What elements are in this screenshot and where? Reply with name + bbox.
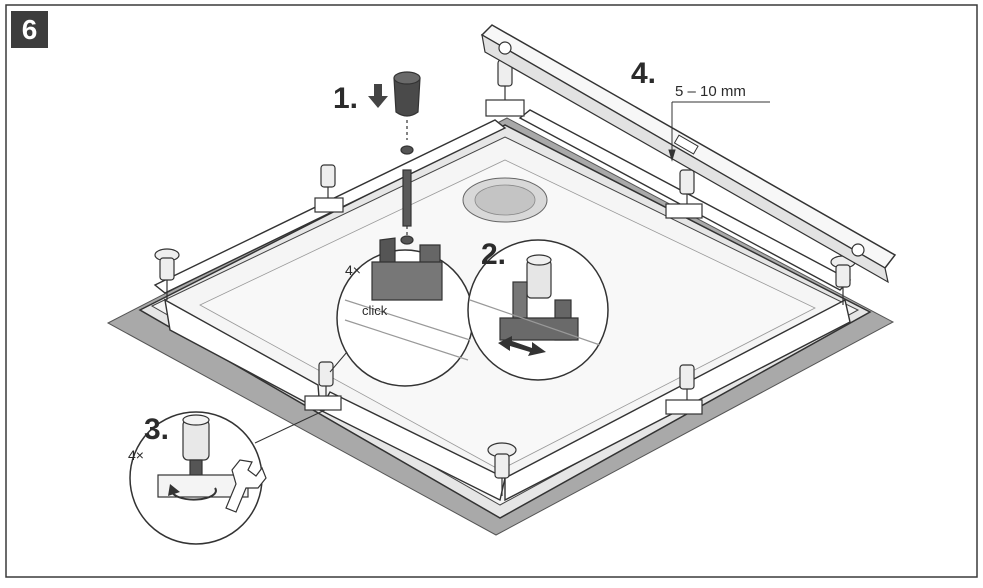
measurement-leader bbox=[668, 101, 770, 162]
step-2-label: 2. bbox=[481, 238, 507, 271]
bracket-clip-2 bbox=[469, 254, 601, 346]
step-1-quantity: 4× bbox=[345, 262, 361, 278]
step-4-measurement: 5 – 10 mm bbox=[675, 83, 746, 100]
foot-detail-3 bbox=[157, 414, 249, 498]
step-3-label: 3. bbox=[144, 413, 170, 446]
step-1-label: 1. bbox=[333, 82, 359, 115]
foot-right-lower bbox=[665, 364, 703, 415]
foot-left-lower bbox=[304, 361, 342, 411]
step1-parts bbox=[393, 71, 421, 245]
rotate-arrow-icon bbox=[168, 484, 217, 501]
bracket-clip-1 bbox=[344, 237, 471, 361]
level-icon bbox=[480, 24, 897, 284]
step-3-quantity: 4× bbox=[128, 447, 144, 463]
foot-bottom bbox=[487, 442, 517, 496]
click-note: click bbox=[362, 303, 388, 318]
figure-border bbox=[5, 4, 978, 578]
step-4-label: 4. bbox=[631, 57, 657, 90]
wrench-icon bbox=[225, 459, 267, 513]
arrow-down-icon bbox=[368, 84, 388, 108]
double-arrow-icon bbox=[498, 336, 546, 356]
foot-right-upper bbox=[665, 169, 703, 219]
figure-number-badge: 6 bbox=[11, 11, 48, 48]
foot-top-left bbox=[314, 164, 344, 213]
foot-left bbox=[154, 248, 180, 300]
